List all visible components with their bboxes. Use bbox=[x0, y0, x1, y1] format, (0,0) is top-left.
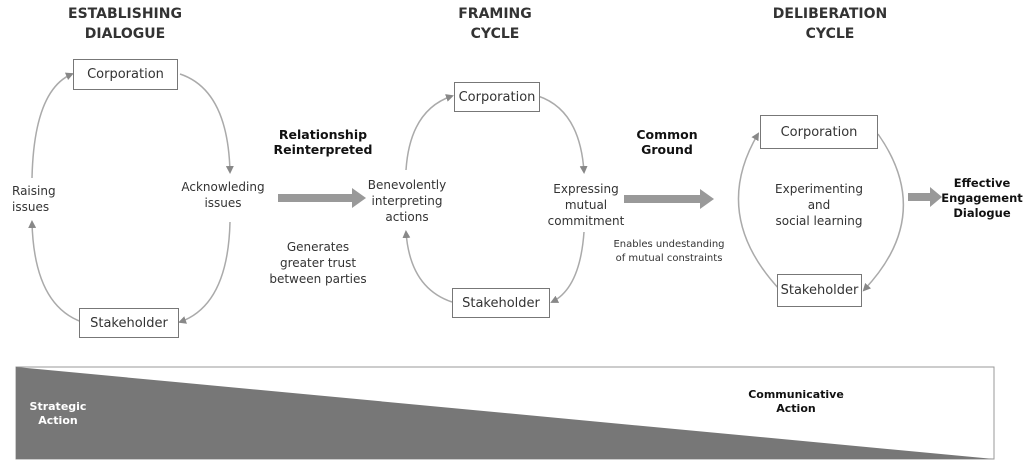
deliberation-stakeholder-box: Stakeholder bbox=[777, 274, 862, 307]
framing-stakeholder-box: Stakeholder bbox=[452, 288, 550, 318]
enables-understanding-note: Enables undestanding of mutual constrain… bbox=[613, 239, 725, 264]
common-ground-heading: Common Ground bbox=[636, 127, 698, 157]
deliberation-corporation-box: Corporation bbox=[760, 115, 878, 149]
framing-bottom-right-curve bbox=[550, 231, 585, 303]
framing-cycle-title: FRAMING CYCLE bbox=[458, 6, 532, 42]
effective-engagement-heading: Effective Engagement Dialogue bbox=[941, 176, 1023, 220]
relationship-reinterpreted-heading: Relationship Reinterpreted bbox=[273, 127, 373, 157]
strategic-action-label: Strategic Action bbox=[29, 400, 87, 427]
benevolently-interpreting-label: Benevolently interpreting actions bbox=[367, 178, 447, 224]
deliberation-right-curve bbox=[862, 133, 905, 292]
strategic-action-wedge bbox=[16, 367, 994, 459]
transition-arrow-2 bbox=[624, 189, 714, 209]
establishing-bottom-right-curve bbox=[178, 221, 231, 324]
expressing-commitment-label: Expressing mutual commitment bbox=[547, 182, 625, 228]
establishing-top-left-curve bbox=[31, 72, 74, 179]
establishing-top-right-curve bbox=[179, 73, 234, 174]
framing-corporation-box: Corporation bbox=[454, 82, 540, 112]
framing-bottom-left-curve bbox=[402, 230, 453, 303]
generates-trust-note: Generates greater trust between parties bbox=[269, 240, 367, 286]
communicative-action-label: Communicative Action bbox=[748, 388, 844, 415]
establishing-stakeholder-box: Stakeholder bbox=[79, 308, 179, 338]
framing-top-right-curve bbox=[537, 95, 588, 174]
deliberation-cycle-title: DELIBERATION CYCLE bbox=[772, 6, 888, 42]
deliberation-left-curve bbox=[737, 132, 781, 291]
transition-arrow-3 bbox=[908, 187, 942, 207]
experimenting-learning-label: Experimenting and social learning bbox=[775, 182, 863, 228]
framing-top-left-curve bbox=[405, 94, 454, 171]
raising-issues-label: Raising issues bbox=[12, 184, 56, 214]
establishing-corporation-box: Corporation bbox=[73, 59, 178, 90]
acknowleding-issues-label: Acknowleding issues bbox=[181, 180, 265, 210]
transition-arrow-1 bbox=[278, 188, 366, 208]
establishing-bottom-left-curve bbox=[28, 220, 83, 323]
establishing-dialogue-title: ESTABLISHING DIALOGUE bbox=[68, 6, 182, 42]
